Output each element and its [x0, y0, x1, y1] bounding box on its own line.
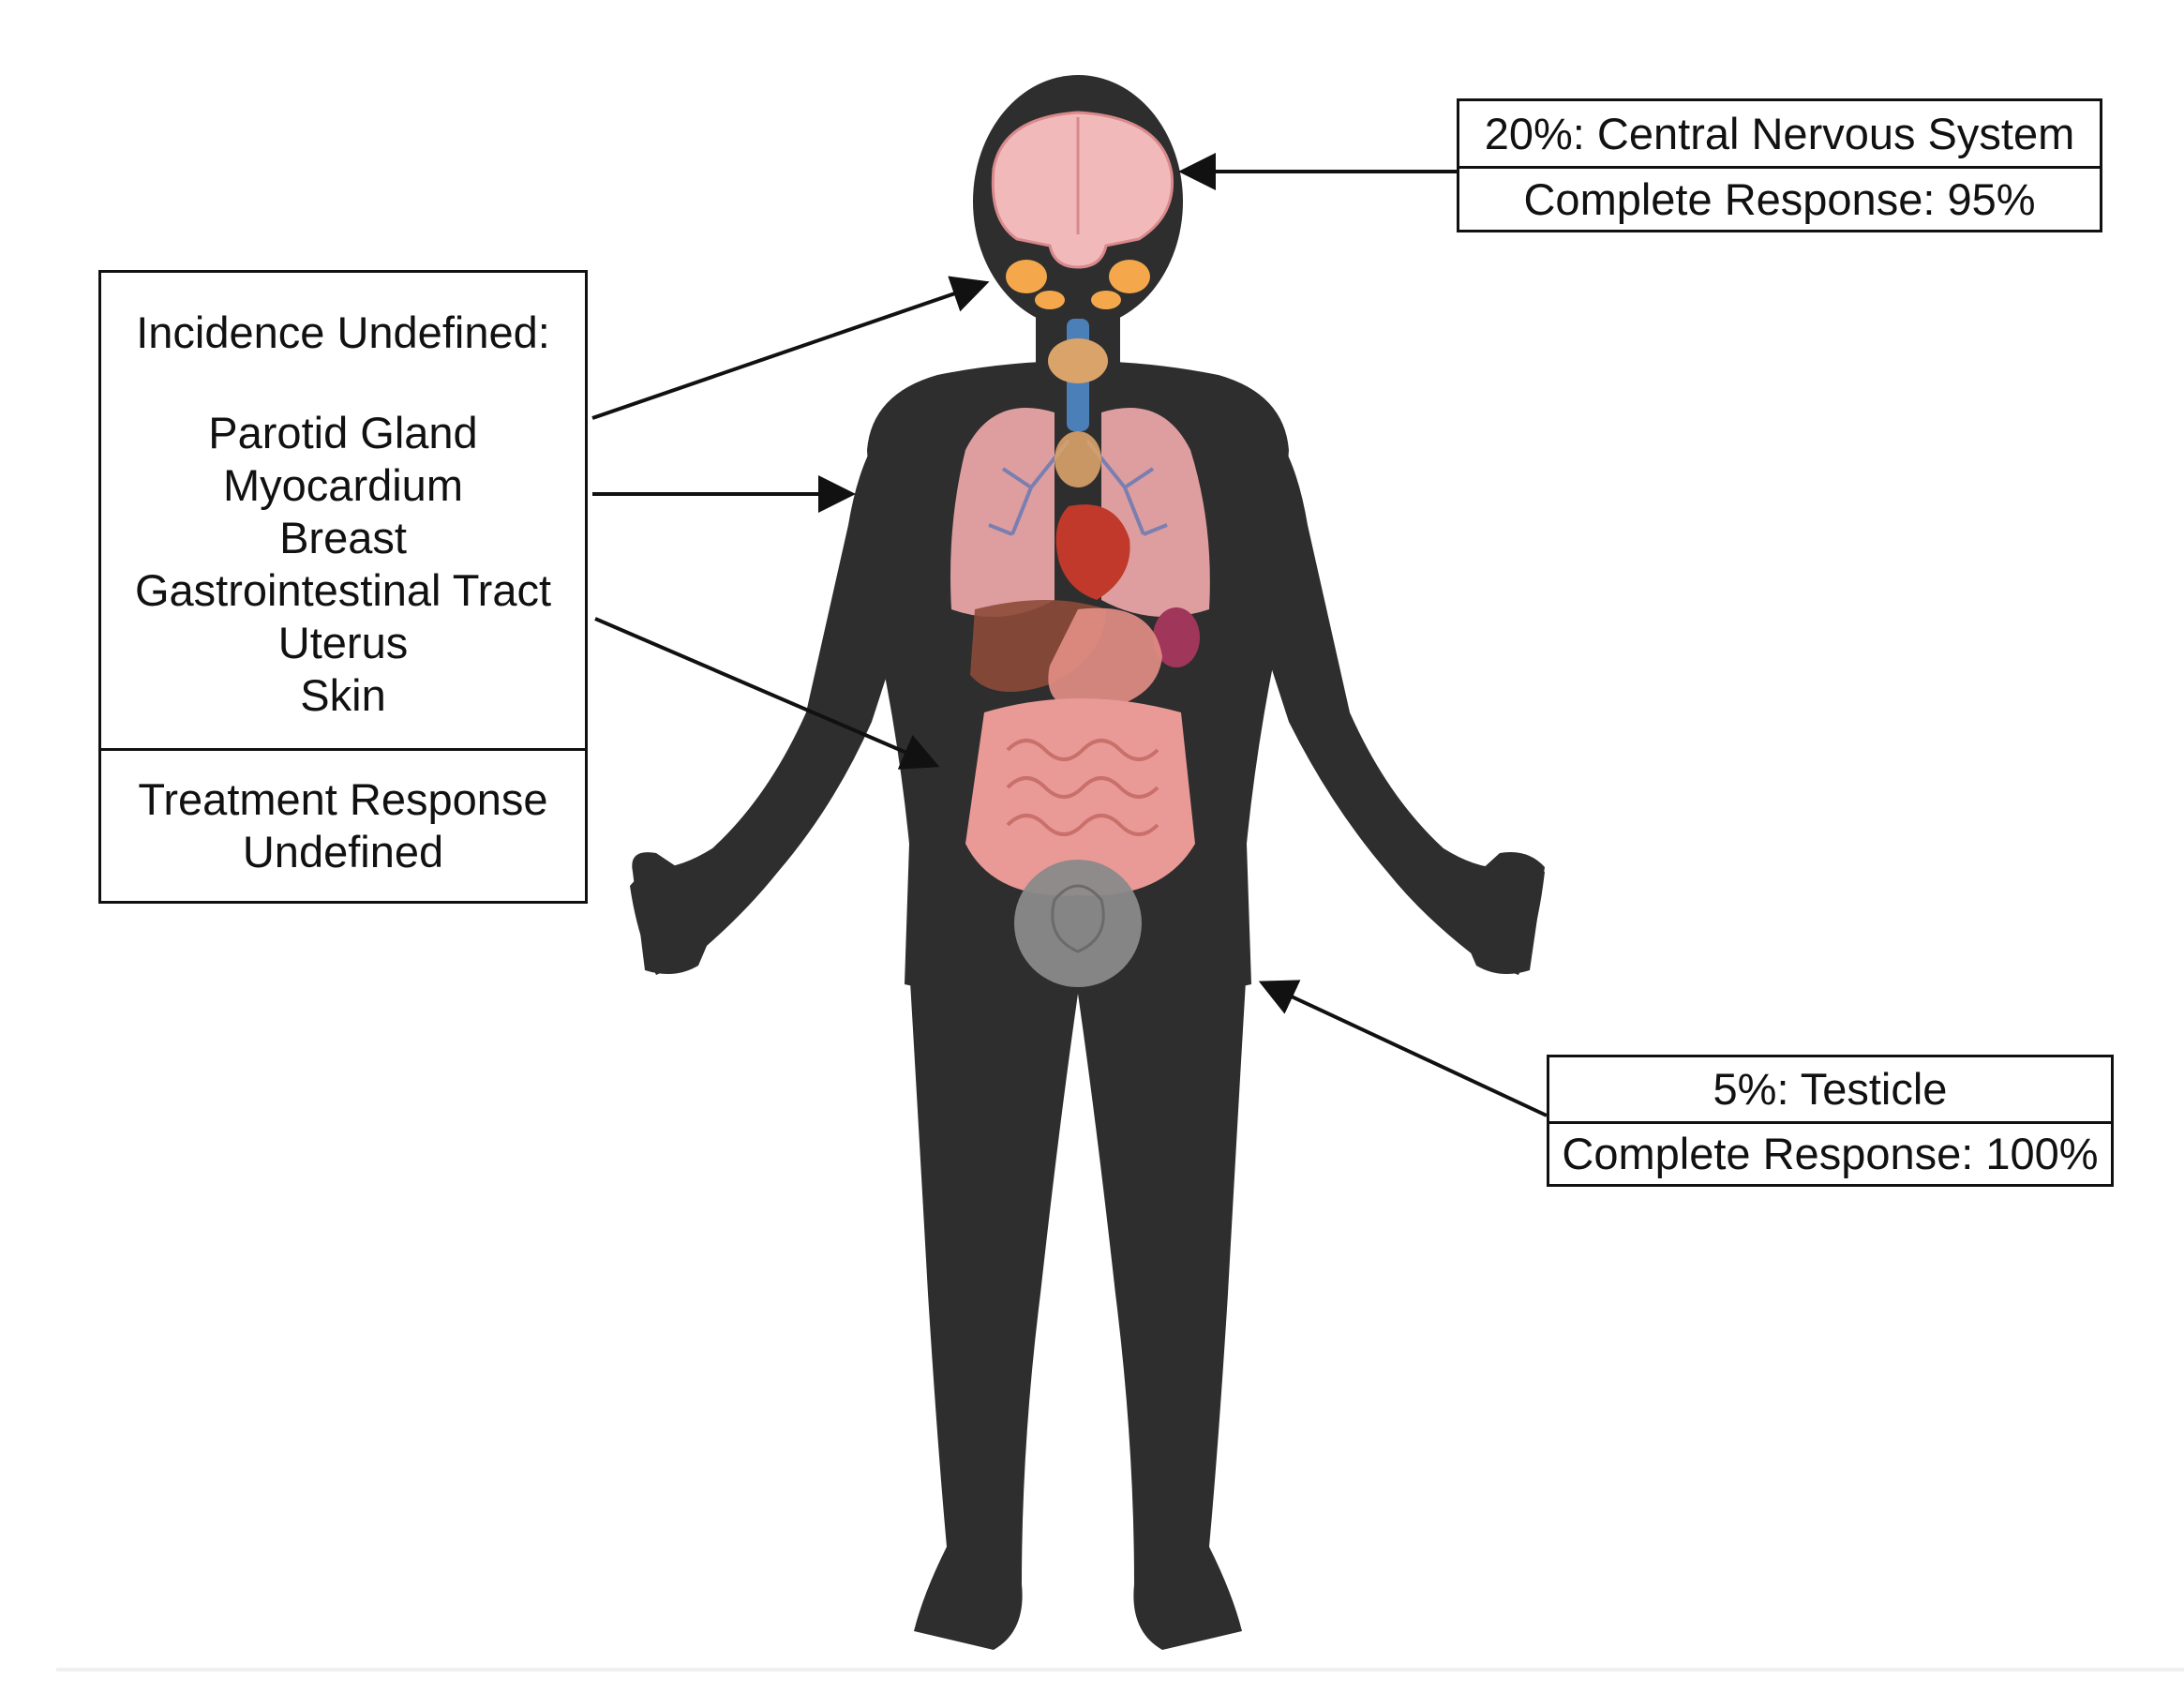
- right-salivary-gland: [1109, 260, 1150, 293]
- spleen-shape: [1153, 607, 1200, 667]
- right-hand-shape: [1448, 852, 1545, 974]
- left-salivary-gland: [1006, 260, 1047, 293]
- site-gastrointestinal-tract: Gastrointestinal Tract: [134, 565, 552, 615]
- treatment-response-line-1: Treatment Response: [138, 774, 548, 824]
- organs: [950, 111, 1210, 987]
- incidence-undefined-heading: Incidence Undefined:: [136, 307, 550, 357]
- site-uterus: Uterus: [277, 618, 409, 667]
- left-hand-shape: [632, 852, 726, 974]
- arrow-to-parotid: [591, 276, 990, 420]
- right-leg-shape: [1078, 966, 1247, 1650]
- site-breast: Breast: [279, 513, 407, 562]
- arrow-to-abdomen: [594, 617, 940, 770]
- testicle-outline: [1051, 884, 1105, 953]
- thymus-shape: [1055, 431, 1101, 487]
- left-arm-shape: [630, 412, 923, 975]
- stomach-shape: [1048, 607, 1162, 712]
- testicle-incidence-cell: 5%: Testicle: [1549, 1057, 2111, 1121]
- bottom-divider: [56, 1668, 2184, 1671]
- testicle-response-label: Complete Response: 100%: [1562, 1129, 2099, 1179]
- treatment-response-line-2: Undefined: [242, 827, 444, 876]
- brain-shape: [991, 111, 1174, 269]
- site-parotid-gland: Parotid Gland: [208, 408, 478, 457]
- left-bronchi: [988, 439, 1070, 536]
- small-intestine-loops: [1006, 739, 1159, 836]
- cns-incidence-label: 20%: Central Nervous System: [1484, 108, 2075, 158]
- cns-panel: 20%: Central Nervous System Complete Res…: [1457, 98, 2102, 232]
- left-leg-shape: [909, 966, 1078, 1650]
- cns-response-cell: Complete Response: 95%: [1459, 165, 2100, 231]
- treatment-response-section: Treatment Response Undefined: [101, 748, 585, 901]
- site-skin: Skin: [300, 670, 386, 720]
- testicle-incidence-label: 5%: Testicle: [1713, 1064, 1948, 1115]
- heart-shape: [1055, 504, 1130, 600]
- left-submandibular-gland: [1035, 291, 1065, 309]
- incidence-undefined-panel: Incidence Undefined: Parotid Gland Myoca…: [98, 270, 588, 904]
- large-intestine-shape: [965, 698, 1195, 896]
- right-lung-shape: [1101, 408, 1210, 617]
- testicle-panel: 5%: Testicle Complete Response: 100%: [1547, 1055, 2114, 1187]
- right-submandibular-gland: [1091, 291, 1121, 309]
- cns-response-label: Complete Response: 95%: [1523, 173, 2036, 224]
- site-myocardium: Myocardium: [223, 460, 463, 510]
- left-lung-shape: [950, 408, 1055, 617]
- arrow-to-testicle: [1258, 980, 1548, 1117]
- cns-incidence-cell: 20%: Central Nervous System: [1459, 101, 2100, 166]
- testicle-region: [1014, 860, 1142, 987]
- thyroid-shape: [1048, 338, 1108, 383]
- right-bronchi: [1085, 439, 1168, 536]
- incidence-undefined-section: Incidence Undefined: Parotid Gland Myoca…: [101, 273, 585, 748]
- testicle-response-cell: Complete Response: 100%: [1549, 1120, 2111, 1185]
